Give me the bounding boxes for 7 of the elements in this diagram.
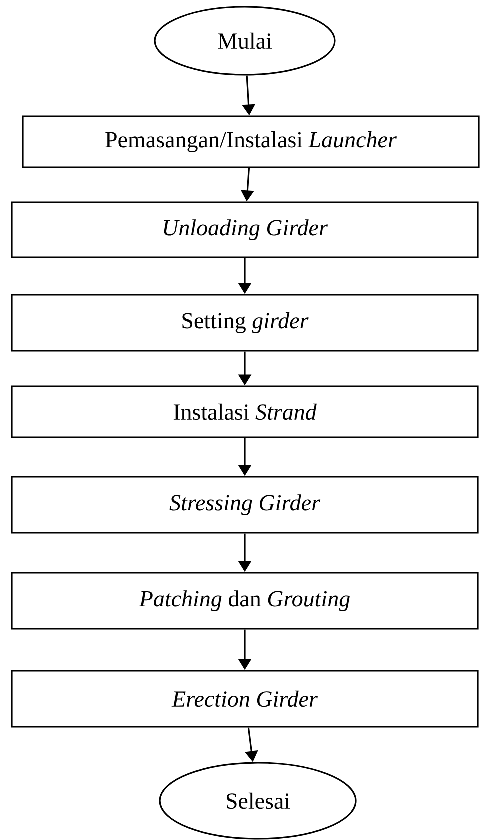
process-box: Instalasi Strand <box>11 386 479 438</box>
process-box: Unloading Girder <box>11 202 479 258</box>
process-box: Patching dan Grouting <box>11 572 479 630</box>
process-box: Stressing Girder <box>11 476 479 534</box>
process-box: Setting girder <box>11 294 479 352</box>
process-box: Pemasangan/Instalasi Launcher <box>22 116 480 168</box>
process-box: Erection Girder <box>11 670 479 728</box>
